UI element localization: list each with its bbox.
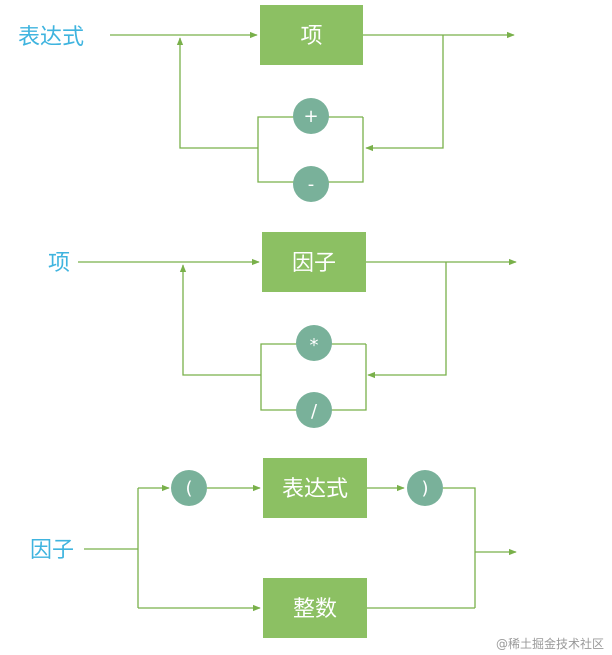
multiply-operator-label: * bbox=[310, 335, 319, 356]
expression-box-label: 表达式 bbox=[282, 477, 348, 502]
term-loop-down bbox=[367, 262, 447, 379]
expression-operator-bracket bbox=[257, 116, 364, 183]
close-paren-label: ) bbox=[421, 478, 428, 499]
term-box[interactable] bbox=[260, 5, 363, 65]
integer-box-label: 整数 bbox=[293, 597, 337, 622]
open-paren-circle[interactable] bbox=[171, 470, 207, 506]
divide-operator[interactable] bbox=[296, 392, 332, 428]
expression-diagram: 表达式 项 + - bbox=[18, 5, 515, 202]
minus-operator-label: - bbox=[308, 174, 315, 195]
plus-operator-label: + bbox=[303, 106, 318, 127]
term-diagram: 项 因子 * / bbox=[48, 232, 517, 428]
integer-box[interactable] bbox=[263, 578, 367, 638]
watermark: @稀土掘金技术社区 bbox=[496, 636, 604, 651]
multiply-operator[interactable] bbox=[296, 325, 332, 361]
expression-label: 表达式 bbox=[18, 25, 84, 50]
divide-operator-label: / bbox=[311, 401, 318, 422]
expression-loop-up bbox=[176, 37, 258, 149]
factor-box-label: 因子 bbox=[292, 251, 336, 276]
open-paren-label: ( bbox=[185, 478, 192, 499]
term-loop-up bbox=[179, 264, 261, 376]
factor-diagram: 因子 ( 表达式 ) 整数 bbox=[30, 458, 517, 638]
plus-operator[interactable] bbox=[293, 98, 329, 134]
factor-label: 因子 bbox=[30, 538, 74, 563]
minus-operator[interactable] bbox=[293, 166, 329, 202]
upper-exit-line bbox=[443, 487, 476, 608]
term-operator-bracket bbox=[260, 343, 367, 411]
term-box-label: 项 bbox=[300, 24, 322, 49]
close-paren-circle[interactable] bbox=[407, 470, 443, 506]
factor-box[interactable] bbox=[262, 232, 366, 292]
expression-loop-down bbox=[365, 35, 444, 152]
expression-box[interactable] bbox=[263, 458, 367, 518]
term-label: 项 bbox=[48, 251, 70, 276]
